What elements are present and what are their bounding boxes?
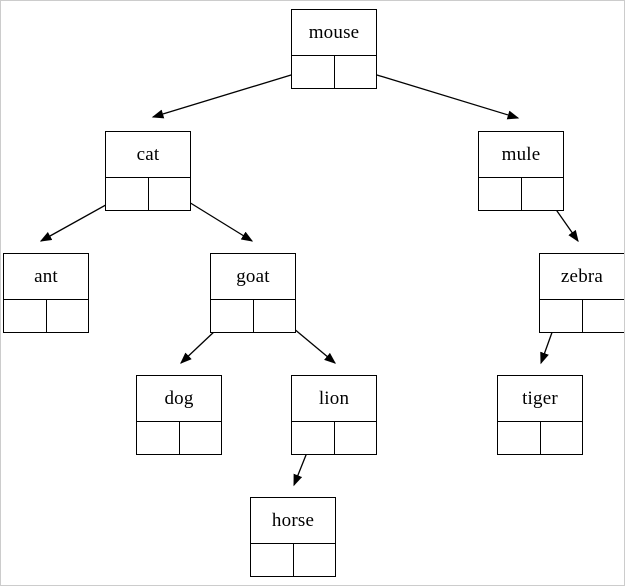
node-pointers-mouse <box>292 55 376 88</box>
right-pointer-cell-tiger[interactable] <box>541 422 583 454</box>
tree-node-cat[interactable]: cat <box>105 131 191 211</box>
tree-node-lion[interactable]: lion <box>291 375 377 455</box>
right-pointer-cell-mule[interactable] <box>522 178 564 210</box>
node-pointers-ant <box>4 299 88 332</box>
left-pointer-cell-mule[interactable] <box>479 178 522 210</box>
left-pointer-cell-cat[interactable] <box>106 178 149 210</box>
node-label-goat: goat <box>236 266 270 287</box>
tree-node-horse[interactable]: horse <box>250 497 336 577</box>
right-pointer-cell-dog[interactable] <box>180 422 222 454</box>
node-pointers-mule <box>479 177 563 210</box>
right-pointer-cell-ant[interactable] <box>47 300 89 332</box>
tree-node-mule[interactable]: mule <box>478 131 564 211</box>
node-label-horse: horse <box>271 510 315 531</box>
edge-mouse-to-cat <box>151 67 315 119</box>
left-pointer-cell-ant[interactable] <box>4 300 47 332</box>
node-pointers-zebra <box>540 299 624 332</box>
node-label-cat: cat <box>136 144 160 165</box>
left-pointer-cell-zebra[interactable] <box>540 300 583 332</box>
right-pointer-cell-mouse[interactable] <box>335 56 377 88</box>
node-pointers-dog <box>137 421 221 454</box>
node-label-zebra: zebra <box>560 266 604 287</box>
right-pointer-cell-cat[interactable] <box>149 178 191 210</box>
tree-node-dog[interactable]: dog <box>136 375 222 455</box>
right-pointer-cell-lion[interactable] <box>335 422 377 454</box>
node-label-tiger: tiger <box>522 388 558 409</box>
left-pointer-cell-horse[interactable] <box>251 544 294 576</box>
left-pointer-cell-tiger[interactable] <box>498 422 541 454</box>
left-pointer-cell-mouse[interactable] <box>292 56 335 88</box>
tree-node-ant[interactable]: ant <box>3 253 89 333</box>
right-pointer-cell-zebra[interactable] <box>583 300 625 332</box>
node-label-mule: mule <box>501 144 541 165</box>
tree-node-mouse[interactable]: mouse <box>291 9 377 89</box>
node-label-ant: ant <box>34 266 58 287</box>
tree-node-goat[interactable]: goat <box>210 253 296 333</box>
left-pointer-cell-dog[interactable] <box>137 422 180 454</box>
edge-mouse-to-mule <box>353 67 520 120</box>
node-pointers-cat <box>106 177 190 210</box>
node-pointers-lion <box>292 421 376 454</box>
node-pointers-horse <box>251 543 335 576</box>
node-pointers-tiger <box>498 421 582 454</box>
node-pointers-goat <box>211 299 295 332</box>
tree-node-zebra[interactable]: zebra <box>539 253 624 333</box>
node-label-mouse: mouse <box>308 22 360 43</box>
left-pointer-cell-lion[interactable] <box>292 422 335 454</box>
left-pointer-cell-goat[interactable] <box>211 300 254 332</box>
tree-node-tiger[interactable]: tiger <box>497 375 583 455</box>
node-label-lion: lion <box>318 388 350 409</box>
right-pointer-cell-horse[interactable] <box>294 544 336 576</box>
node-label-dog: dog <box>164 388 194 409</box>
right-pointer-cell-goat[interactable] <box>254 300 296 332</box>
